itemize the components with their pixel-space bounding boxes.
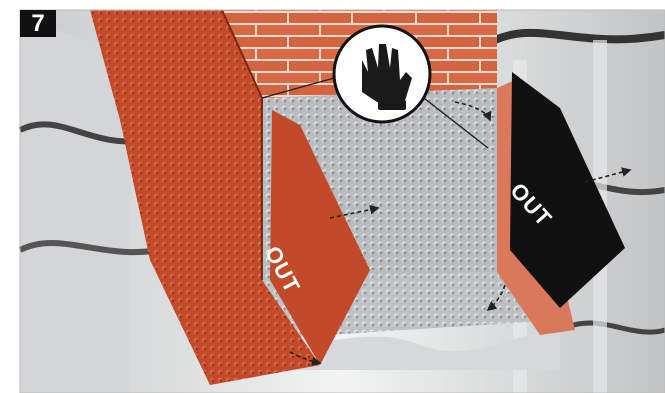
- glove-icon: [334, 26, 430, 122]
- step-number-badge: 7: [20, 10, 56, 37]
